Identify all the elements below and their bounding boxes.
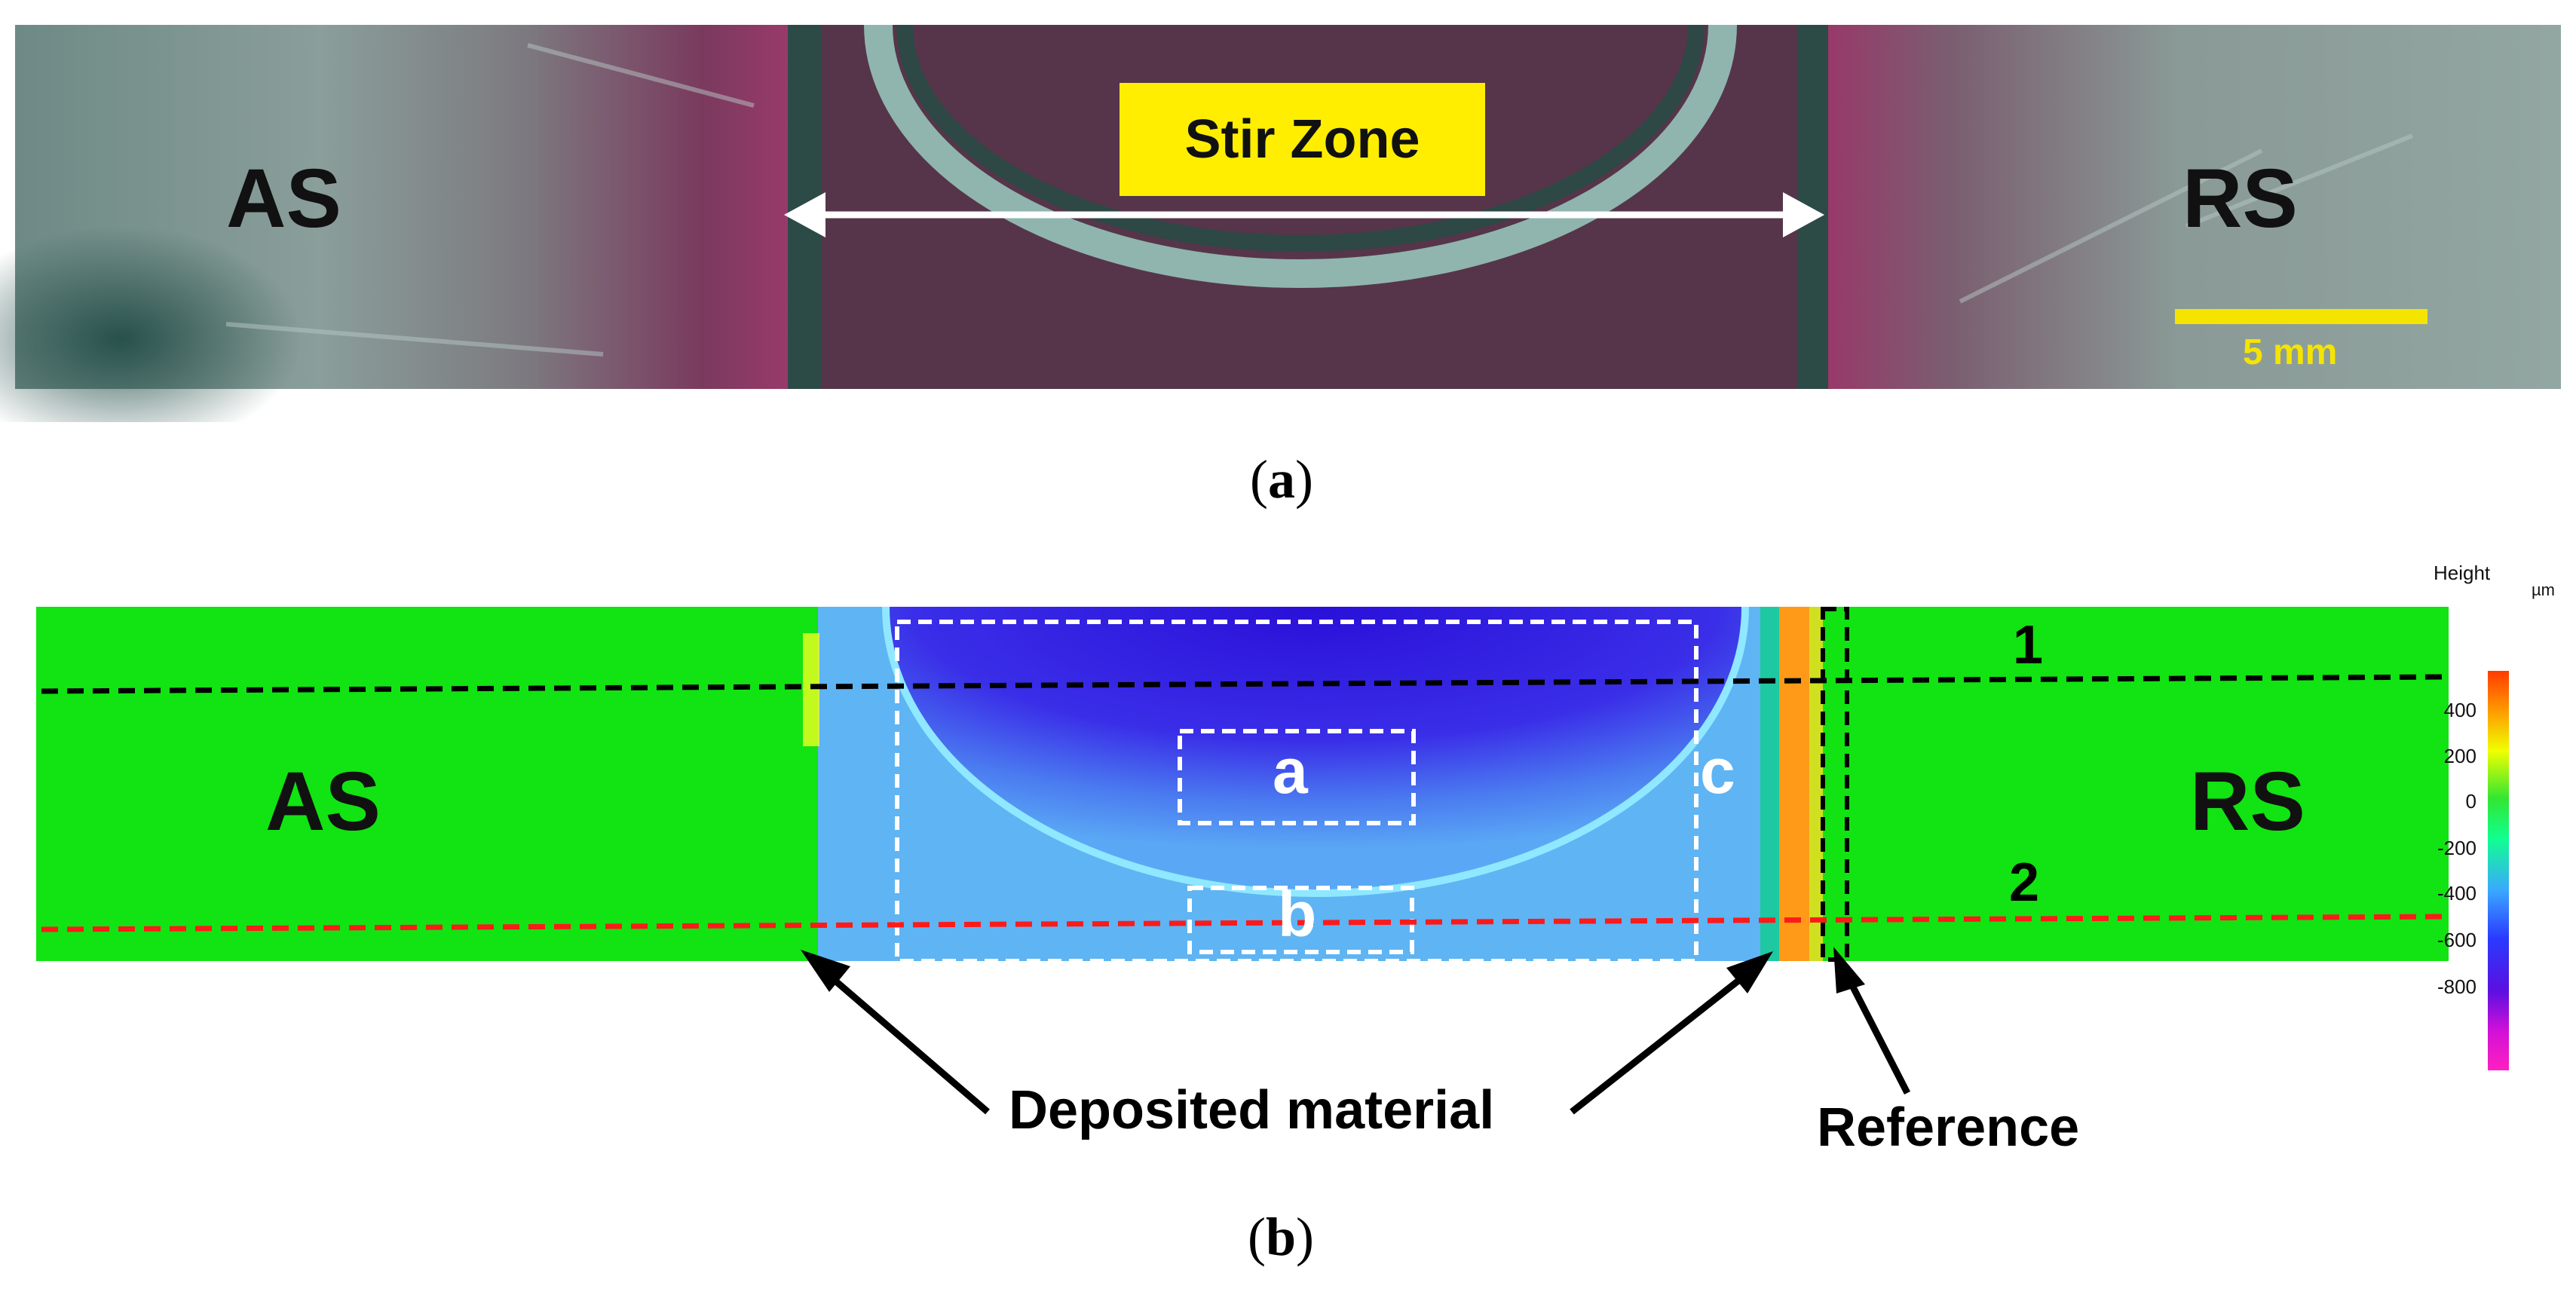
colorbar-tick: 200 bbox=[2443, 745, 2476, 767]
colorbar-tick: 0 bbox=[2465, 790, 2476, 813]
profile-line-1 bbox=[41, 674, 2447, 694]
region-a-label: a bbox=[1273, 736, 1308, 807]
colorbar-unit: µm bbox=[2532, 580, 2556, 599]
panel-b-caption: (b) bbox=[1248, 1207, 1315, 1267]
region-a-box bbox=[1178, 729, 1416, 825]
colorbar-tick: -800 bbox=[2437, 975, 2476, 998]
height-map-image bbox=[36, 606, 2449, 961]
region-b-label: b bbox=[1278, 879, 1317, 950]
panel-b-rs-label: RS bbox=[2190, 755, 2305, 848]
colorbar-tick: -600 bbox=[2437, 929, 2476, 951]
profile-line-1-label: 1 bbox=[2013, 615, 2044, 675]
region-c-label: c bbox=[1700, 736, 1735, 807]
stir-zone-width-arrow bbox=[784, 192, 1824, 237]
colorbar-gradient bbox=[2488, 671, 2509, 1070]
colorbar-title: Height bbox=[2434, 562, 2491, 584]
panel-a-as-label: AS bbox=[226, 152, 342, 245]
stir-zone-label: Stir Zone bbox=[1120, 83, 1485, 196]
profile-line-2-label: 2 bbox=[2009, 853, 2040, 913]
panel-a-rs-label: RS bbox=[2182, 152, 2298, 245]
colorbar-tick: -200 bbox=[2437, 837, 2476, 859]
panel-a-caption: (a) bbox=[1250, 449, 1313, 510]
profile-line-2 bbox=[41, 914, 2447, 932]
scale-bar-label: 5 mm bbox=[2243, 332, 2338, 372]
callout-arrows bbox=[801, 947, 1911, 1115]
scale-bar bbox=[2175, 309, 2427, 324]
deposited-material-label: Deposited material bbox=[1009, 1080, 1495, 1140]
colorbar-tick: 400 bbox=[2443, 699, 2476, 721]
panel-b-as-label: AS bbox=[265, 755, 381, 848]
height-map-panel-b bbox=[36, 606, 2449, 963]
colorbar-tick: -400 bbox=[2437, 882, 2476, 905]
reference-label: Reference bbox=[1817, 1097, 2080, 1158]
